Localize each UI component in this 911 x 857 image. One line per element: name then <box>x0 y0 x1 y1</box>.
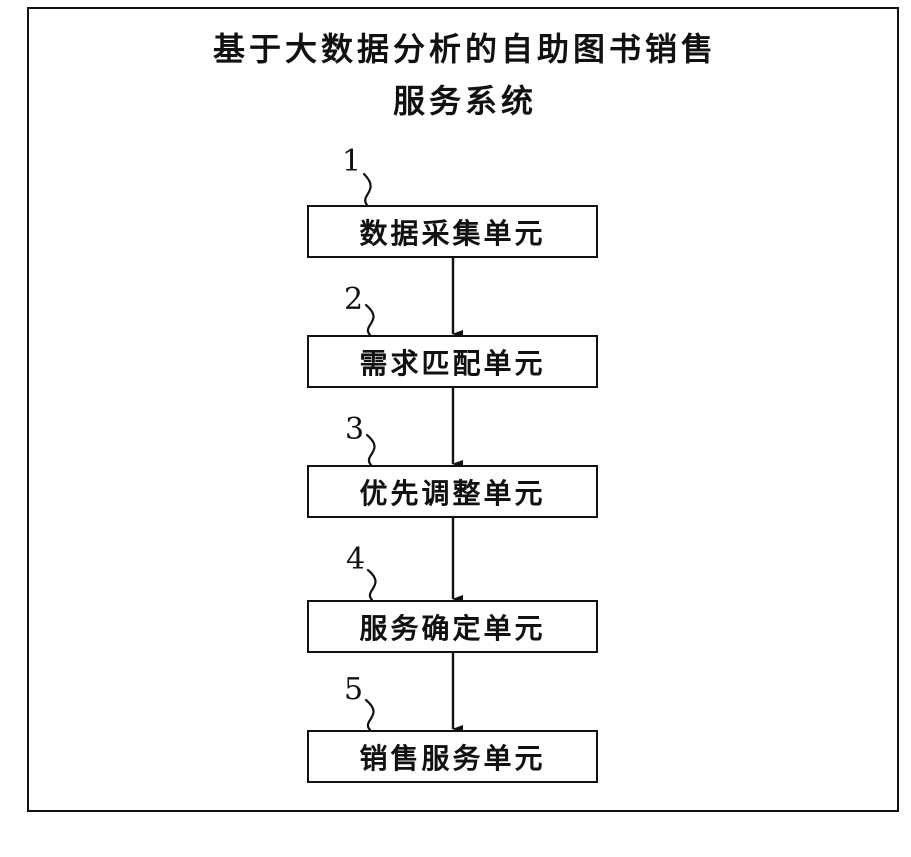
flowchart: 1 2 3 4 5 数据采集单元 需求匹配单元 优先调整单元 服务确定单元 销售… <box>29 9 901 814</box>
reference-number-2: 2 <box>344 282 364 317</box>
leader-line-2 <box>364 303 375 337</box>
leader-line-4 <box>366 568 377 602</box>
page-title: 基于大数据分析的自助图书销售 服务系统 <box>29 23 901 127</box>
process-box-label: 销售服务单元 <box>359 741 546 775</box>
reference-number-3: 3 <box>345 412 365 447</box>
reference-number-4: 4 <box>346 542 366 577</box>
reference-number-5: 5 <box>344 672 364 707</box>
leader-line-5 <box>364 698 375 732</box>
reference-number-1: 1 <box>342 144 362 179</box>
process-box-label: 服务确定单元 <box>359 611 546 645</box>
leader-line-1 <box>362 172 372 207</box>
process-box-demand-matching: 需求匹配单元 <box>307 335 598 388</box>
process-box-label: 数据采集单元 <box>359 216 546 250</box>
page-title-line-1: 基于大数据分析的自助图书销售 <box>212 30 717 68</box>
process-box-sales-service: 销售服务单元 <box>307 730 598 783</box>
process-box-service-determination: 服务确定单元 <box>307 600 598 653</box>
process-box-data-collection: 数据采集单元 <box>307 205 598 258</box>
patent-figure-frame: 基于大数据分析的自助图书销售 服务系统 <box>27 7 899 812</box>
page-title-line-2: 服务系统 <box>392 82 537 120</box>
process-box-priority-adjustment: 优先调整单元 <box>307 465 598 518</box>
process-box-label: 需求匹配单元 <box>359 346 546 380</box>
leader-line-3 <box>365 433 376 467</box>
process-box-label: 优先调整单元 <box>359 476 546 510</box>
connector-layer <box>362 172 463 733</box>
